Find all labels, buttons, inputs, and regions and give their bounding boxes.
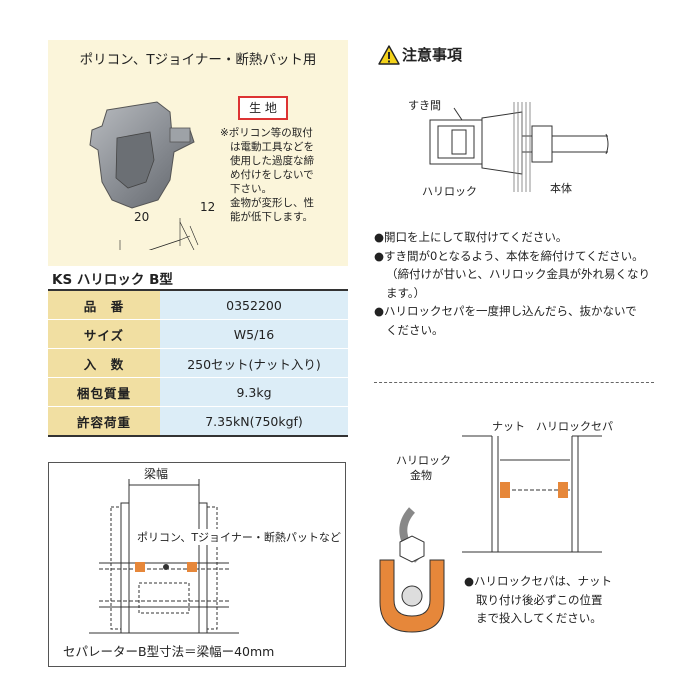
product-panel: ポリコン、Tジョイナー・断熱パット用 20 12 生 地 ※ポリコン等の取付 は… bbox=[48, 40, 348, 266]
caution-item: （締付けが甘いと、ハリロック金具が外れ易くなり bbox=[386, 267, 651, 281]
spec-value: 0352200 bbox=[160, 289, 348, 320]
spec-key: 許容荷重 bbox=[48, 406, 160, 437]
material-badge: 生 地 bbox=[238, 96, 288, 120]
beam-width-label: 梁幅 bbox=[144, 467, 169, 481]
install-note-line: ●ハリロックセパは、ナット bbox=[464, 574, 613, 588]
spec-key: 梱包質量 bbox=[48, 377, 160, 407]
install-diagram bbox=[379, 435, 602, 633]
product-title: KS ハリロック B型 bbox=[52, 272, 173, 288]
spec-key: サイズ bbox=[48, 319, 160, 349]
caution-item: ください。 bbox=[386, 322, 444, 337]
spec-value: 250セット(ナット入り) bbox=[160, 348, 348, 378]
note-line: 金物が変形し、性 bbox=[230, 197, 314, 209]
body-label: 本体 bbox=[550, 182, 572, 195]
sepa-label: ハリロックセパ bbox=[536, 420, 613, 433]
spec-key: 入 数 bbox=[48, 348, 160, 378]
beam-diagram: 梁幅 ポリコン、Tジョイナー・断熱パットなど セパレーターB型寸法＝梁幅ー40m… bbox=[48, 462, 346, 667]
spec-value: 9.3kg bbox=[160, 377, 348, 407]
gap-diagram bbox=[429, 102, 609, 192]
usage-note: ※ポリコン等の取付 は電動工具などを 使用した過度な締 め付けをしないで 下さい… bbox=[220, 126, 344, 224]
caution-item: ●ハリロックセパを一度押し込んだら、抜かないで bbox=[374, 304, 637, 318]
caution-item: ●すき間が0となるよう、本体を締付けてください。 bbox=[374, 248, 644, 263]
fitting-label: ハリロック bbox=[396, 454, 451, 467]
parts-label: ポリコン、Tジョイナー・断熱パットなど bbox=[137, 529, 341, 545]
caution-item: ます。） bbox=[386, 285, 426, 300]
panel-title: ポリコン、Tジョイナー・断熱パット用 bbox=[79, 52, 317, 68]
width-dim: 20 bbox=[134, 210, 150, 224]
fitting-label: 金物 bbox=[410, 469, 432, 482]
install-note-line: まで投入してください。 bbox=[476, 611, 602, 625]
install-note: ●ハリロックセパは、ナット 取り付け後必ずこの位置 まで投入してください。 bbox=[464, 572, 664, 628]
note-line: ※ポリコン等の取付 bbox=[220, 127, 313, 139]
note-line: 使用した過度な締 bbox=[230, 155, 314, 167]
warning-icon bbox=[378, 45, 400, 65]
caution-list: ●開口を上にして取付けてください。 ●すき間が0となるよう、本体を締付けてくださ… bbox=[374, 228, 674, 339]
beam-section-drawing bbox=[89, 479, 239, 634]
note-line: 下さい。 bbox=[230, 183, 272, 195]
section-divider bbox=[374, 382, 654, 383]
caution-item: ●開口を上にして取付けてください。 bbox=[374, 230, 568, 244]
gap-label: すき間 bbox=[408, 99, 441, 112]
note-line: は電動工具などを bbox=[230, 141, 314, 153]
note-line: め付けをしないで bbox=[230, 169, 314, 181]
caution-title: 注意事項 bbox=[402, 46, 463, 64]
depth-dim: 12 bbox=[200, 200, 216, 214]
spec-value: W5/16 bbox=[160, 319, 348, 349]
spec-value: 7.35kN(750kgf) bbox=[160, 406, 348, 437]
separator-formula: セパレーターB型寸法＝梁幅ー40mm bbox=[63, 644, 275, 659]
spec-key: 品 番 bbox=[48, 289, 160, 320]
harilock-photo bbox=[89, 101, 199, 250]
note-line: 能が低下します。 bbox=[230, 211, 313, 223]
nut-label: ナット bbox=[492, 420, 525, 433]
install-note-line: 取り付け後必ずこの位置 bbox=[476, 592, 603, 607]
harilock-label: ハリロック bbox=[422, 185, 477, 198]
